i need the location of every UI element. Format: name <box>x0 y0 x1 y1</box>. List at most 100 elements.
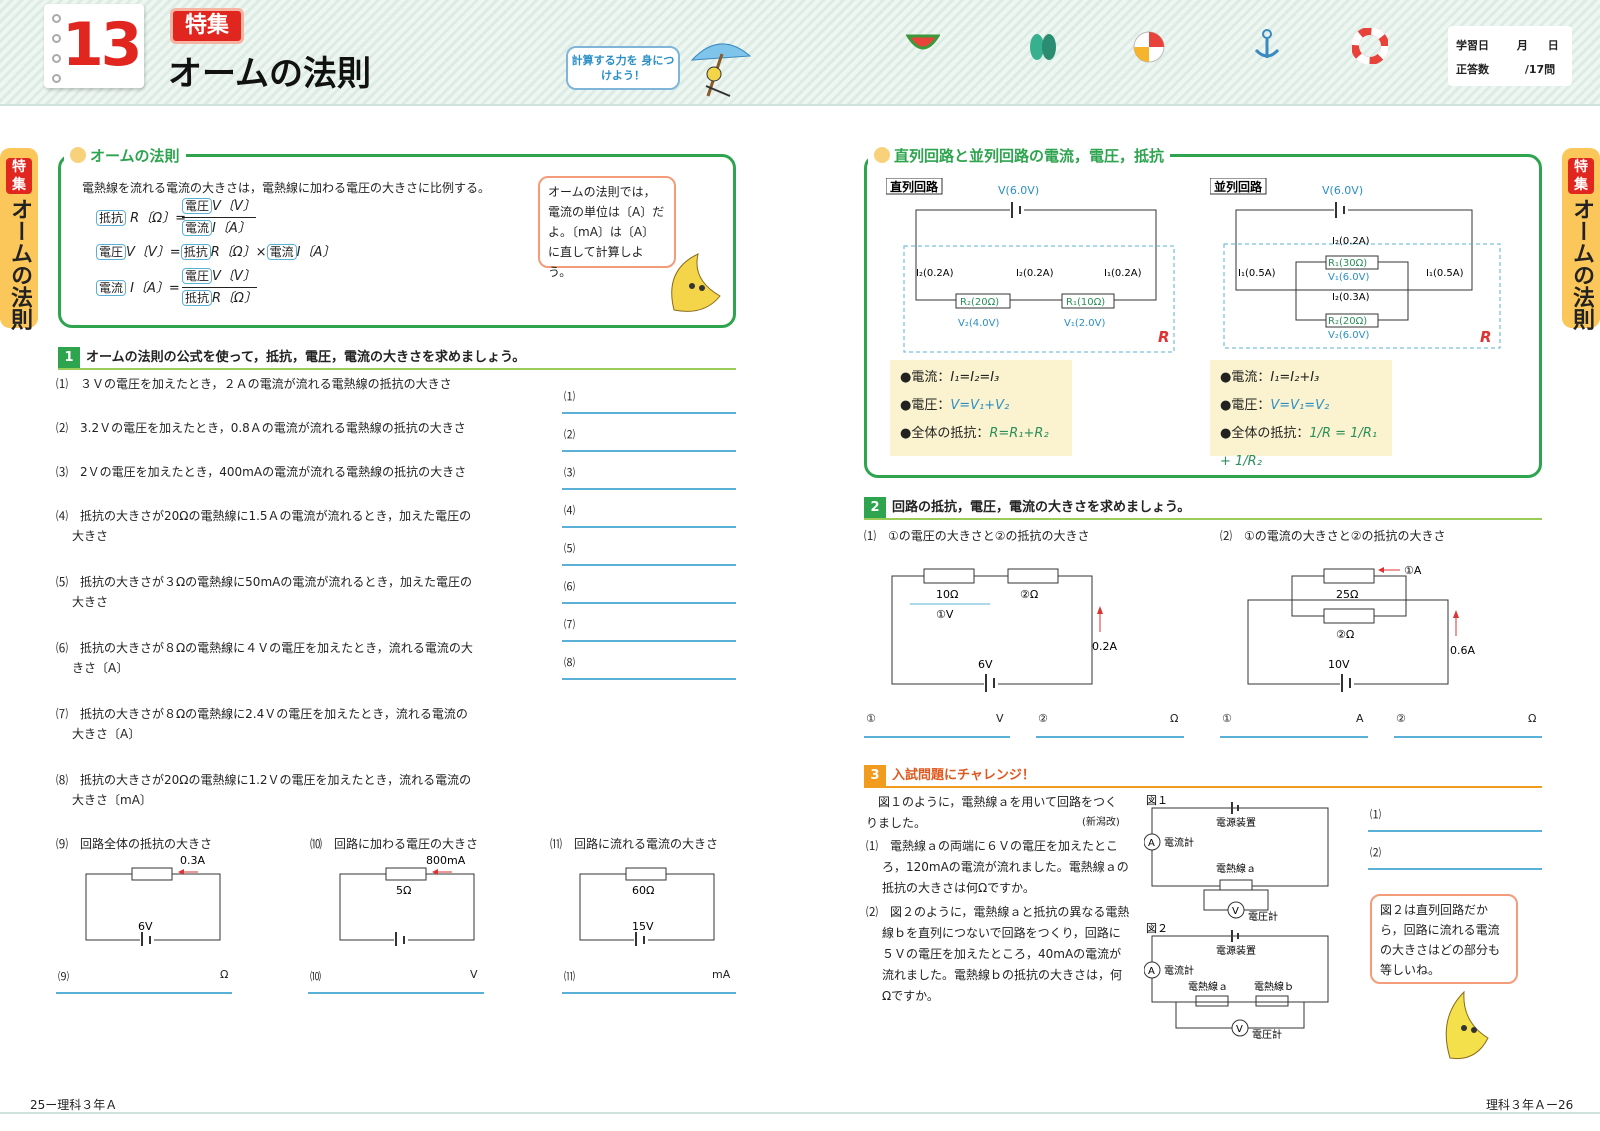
formula-resistance: 抵抗 R〔Ω〕= <box>96 208 186 229</box>
wire-label: 電熱線ａ <box>1216 862 1256 875</box>
formula-text: R〔Ω〕× <box>210 245 267 260</box>
banana-character-icon <box>671 253 721 312</box>
current-label: 0.3A <box>180 854 205 867</box>
formula-text: V〔V〕 <box>212 199 256 214</box>
answer-field-3[interactable] <box>562 488 736 490</box>
side-tab-right: 特集 オームの法則 <box>1562 148 1600 330</box>
speech-bubble: 計算する力を 身につけよう！ <box>566 46 680 90</box>
wire-label: 電熱線ｂ <box>1254 980 1294 993</box>
feature-badge: 特集 <box>170 8 244 44</box>
svg-text:A: A <box>1148 966 1155 977</box>
lesson-number: 13 <box>62 10 142 80</box>
resistance-label: 60Ω <box>632 884 654 897</box>
q1-item: ⑷ 抵抗の大きさが20Ωの電熱線に1.5Ａの電流が流れるとき，加えた電圧の <box>56 509 472 523</box>
binder-ring <box>52 14 61 23</box>
current-label: I₁(0.5A) <box>1238 268 1276 279</box>
q3-problem-1: ⑴ 電熱線ａの両端に６Ｖの電圧を加えたところ，120mAの電流が流れました。電熱… <box>866 839 1129 895</box>
q2-circuit-1: 10Ω ②Ω ①V 0.2A 6V <box>891 568 1117 692</box>
power-supply-label: 電源装置 <box>1216 944 1256 957</box>
formula-text: I〔A〕 <box>212 221 251 236</box>
answer-field-9[interactable] <box>56 992 232 994</box>
answer-field-q3-1[interactable] <box>1368 830 1542 832</box>
current-label: 0.2A <box>1092 640 1117 653</box>
rule-label: ●全体の抵抗： <box>900 426 990 441</box>
anchor-icon <box>1254 29 1280 58</box>
formula-text: R〔Ω〕= <box>130 211 187 226</box>
divider <box>864 786 1542 788</box>
date-label: 学習日 <box>1456 39 1489 52</box>
answer-unit: Ω <box>220 968 229 981</box>
answer-unit: A <box>1356 712 1364 725</box>
circuit-diagram-10: 800mA 5Ω <box>339 854 475 946</box>
svg-text:V: V <box>1236 1024 1243 1035</box>
answer-field-10[interactable] <box>308 992 484 994</box>
ammeter-label: 電流計 <box>1164 836 1194 849</box>
q3-intro: 図１のように，電熱線ａを用いて回路をつくりました。 <box>866 795 1118 830</box>
ammeter-label: 電流計 <box>1164 964 1194 977</box>
q1-sub-label: ⑽ 回路に加わる電圧の大きさ <box>310 837 479 851</box>
current-label: I₂(0.2A) <box>1332 236 1370 247</box>
q1-item: ⑻ 抵抗の大きさが20Ωの電熱線に1.2Ｖの電圧を加えたとき，流れる電流の <box>56 773 472 787</box>
formula-box: 電流 <box>96 280 127 296</box>
answer-field-2[interactable] <box>562 450 736 452</box>
answer-field-4[interactable] <box>562 526 736 528</box>
resistor-label: 10Ω <box>936 588 958 601</box>
formula-text: R〔Ω〕 <box>212 291 257 306</box>
answer-field-6[interactable] <box>562 602 736 604</box>
formula-box: 電流 <box>182 220 213 236</box>
q1-item: ⑹ 抵抗の大きさが８Ωの電熱線に４Ｖの電圧を加えたとき，流れる電流の大 <box>56 641 473 655</box>
resistor-label: R₂(20Ω) <box>1328 316 1367 327</box>
circuit-summary-label: 直列回路と並列回路の電流，電圧，抵抗 <box>868 145 1171 166</box>
life-ring-icon <box>1352 28 1388 64</box>
voltage-label: ①V <box>936 608 954 621</box>
voltage-label: 15V <box>632 920 654 933</box>
answer-label: ⑼ <box>58 970 69 983</box>
side-tab-text: オームの法則 <box>1569 198 1594 330</box>
divider <box>864 518 1542 520</box>
answer-field-5[interactable] <box>562 564 736 566</box>
page-title: オームの法則 <box>168 54 371 94</box>
answer-label: ⑴ <box>564 390 575 403</box>
answer-field-q2-2b[interactable] <box>1394 736 1542 738</box>
voltmeter-label: 電圧計 <box>1252 1028 1282 1041</box>
current-label: 800mA <box>426 854 466 867</box>
answer-field-7[interactable] <box>562 640 736 642</box>
resistor-label: ②Ω <box>1336 628 1354 641</box>
parasol-character-icon <box>690 43 752 97</box>
answer-label: ⑵ <box>1370 846 1381 859</box>
answer-label: ⑺ <box>564 618 575 631</box>
voltage-label: V₁(2.0V) <box>1064 318 1105 329</box>
q3-note: 図２は直列回路だから，回路に流れる電流の大きさはどの部分も等しいね。 <box>1370 894 1518 984</box>
month-label: 月 <box>1516 39 1528 52</box>
q1-item: ⑺ 抵抗の大きさが８Ωの電熱線に2.4Ｖの電圧を加えたとき，流れる電流の <box>56 707 468 721</box>
rule-formula: I₁=I₂=I₃ <box>950 370 1000 385</box>
answer-field-q2-2a[interactable] <box>1220 736 1368 738</box>
current-label: I₂(0.2A) <box>1016 268 1054 279</box>
resistor-label: R₁(30Ω) <box>1328 258 1367 269</box>
watermelon-icon <box>906 34 940 50</box>
total-resistance-label: R <box>1158 328 1170 346</box>
formula-box: 抵抗 <box>182 290 213 306</box>
q1-sub-label: ⑾ 回路に流れる電流の大きさ <box>550 837 719 851</box>
current-label: I₂(0.3A) <box>1332 292 1370 303</box>
answer-field-q2-1a[interactable] <box>864 736 1010 738</box>
answer-field-8[interactable] <box>562 678 736 680</box>
q1-item: ⑴ ３Ｖの電圧を加えたとき，２Ａの電流が流れる電熱線の抵抗の大きさ <box>56 377 452 391</box>
day-label: 日 <box>1547 39 1559 52</box>
q1-item-cont: 大きさ <box>72 529 109 543</box>
answer-field-q2-1b[interactable] <box>1036 736 1184 738</box>
answer-field-11[interactable] <box>562 992 736 994</box>
formula-box: 電圧 <box>182 268 213 284</box>
score-label: 正答数 <box>1456 63 1489 76</box>
answer-unit: V <box>470 968 478 981</box>
answer-unit: Ω <box>1528 712 1537 725</box>
score-total: /17問 <box>1524 63 1556 76</box>
formula-box: 電圧 <box>182 198 213 214</box>
q1-item-cont: 大きさ〔A〕 <box>72 727 141 741</box>
answer-field-1[interactable] <box>562 412 736 414</box>
current-label: I₁(0.2A) <box>1104 268 1142 279</box>
answer-field-q3-2[interactable] <box>1368 868 1542 870</box>
q2-heading-text: 回路の抵抗，電圧，電流の大きさを求めましょう。 <box>892 500 1191 515</box>
